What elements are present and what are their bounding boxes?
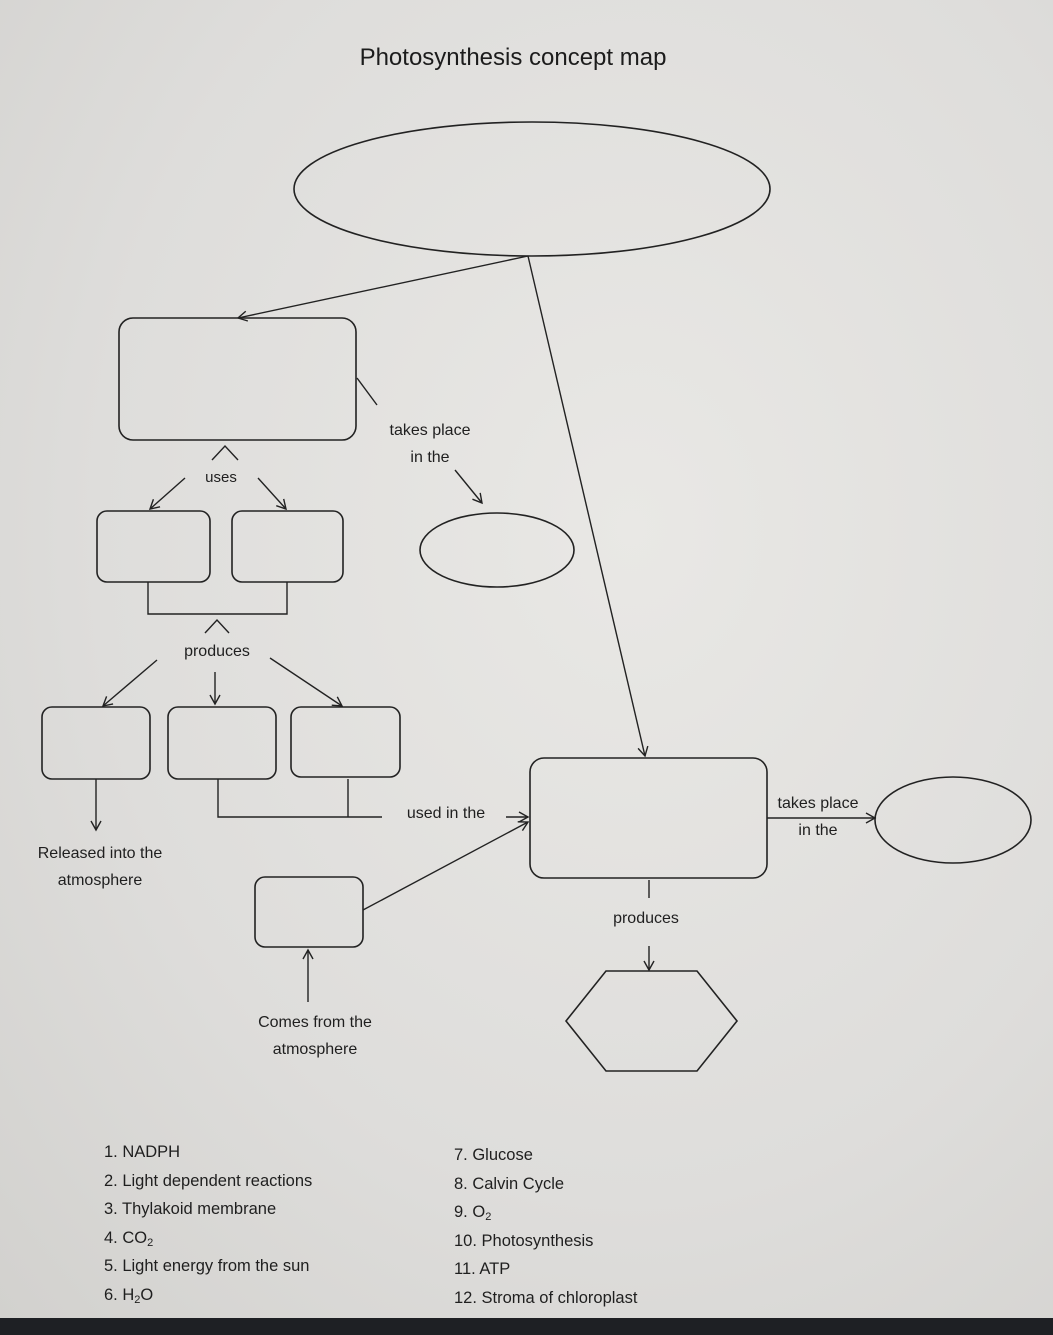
word-bank-item: 2. Light dependent reactions (104, 1171, 313, 1190)
label-takes-place-2: takes place in the (777, 795, 859, 839)
oval-main-concept[interactable] (293, 121, 771, 257)
arrow-oval-to-light (236, 255, 529, 322)
word-bank-right: 7. Glucose 8. Calvin Cycle 9. O2 10. Pho… (454, 1141, 637, 1312)
word-bank-item: 4. CO2 (104, 1228, 154, 1249)
word-bank-item: 7. Glucose (454, 1146, 533, 1164)
oval-light-location[interactable] (419, 512, 575, 588)
word-bank-item: 11. ATP (454, 1260, 511, 1278)
word-bank-item: 12. Stroma of chloroplast (454, 1288, 638, 1307)
arrow-to-light-location (454, 469, 483, 505)
word-bank-item: 10. Photosynthesis (454, 1231, 594, 1250)
box-input-1[interactable] (96, 510, 211, 583)
page-title: Photosynthesis concept map (359, 44, 667, 71)
arrow-from-atmosphere-box (362, 821, 530, 911)
arrow-uses-left (148, 477, 186, 510)
label-produces-2: produces (613, 910, 679, 927)
arrow-uses-right (257, 477, 287, 511)
word-bank-item: 5. Light energy from the sun (104, 1257, 310, 1275)
arrow-produces-right (269, 657, 344, 707)
box-product-3[interactable] (290, 706, 401, 778)
bracket-products (217, 779, 382, 818)
word-bank-item: 9. O2 (454, 1203, 492, 1223)
label-takes-place-1: takes place in the (389, 422, 471, 466)
word-bank-left: 1. NADPH 2. Light dependent reactions 3.… (104, 1138, 312, 1309)
uses-caret (211, 444, 239, 461)
word-bank-item: 3. Thylakoid membrane (104, 1200, 277, 1218)
arrow-oval-to-calvin (527, 255, 649, 758)
box-product-1[interactable] (41, 706, 151, 780)
bracket-inputs (147, 582, 288, 615)
label-used-in: used in the (406, 805, 486, 822)
arrow-produces-left (101, 659, 158, 707)
word-bank-item: 8. Calvin Cycle (454, 1174, 565, 1193)
label-produces-1: produces (184, 643, 250, 660)
label-comes-from: Comes from the atmosphere (258, 1014, 372, 1058)
box-input-2[interactable] (231, 510, 344, 583)
box-from-atmosphere[interactable] (254, 876, 364, 948)
box-calvin-cycle[interactable] (529, 757, 768, 879)
word-bank-item: 6. H2O (104, 1285, 154, 1306)
produces-caret (204, 618, 230, 634)
box-light-reactions[interactable] (118, 317, 357, 441)
label-released: Released into the atmosphere (37, 845, 163, 889)
link-line-light (356, 377, 378, 406)
oval-calvin-location[interactable] (874, 776, 1032, 864)
word-bank-item: 1. NADPH (104, 1143, 181, 1161)
hexagon-product[interactable] (564, 970, 739, 1072)
table-edge (0, 1318, 1053, 1335)
label-uses: uses (205, 469, 237, 486)
box-product-2[interactable] (167, 706, 277, 780)
